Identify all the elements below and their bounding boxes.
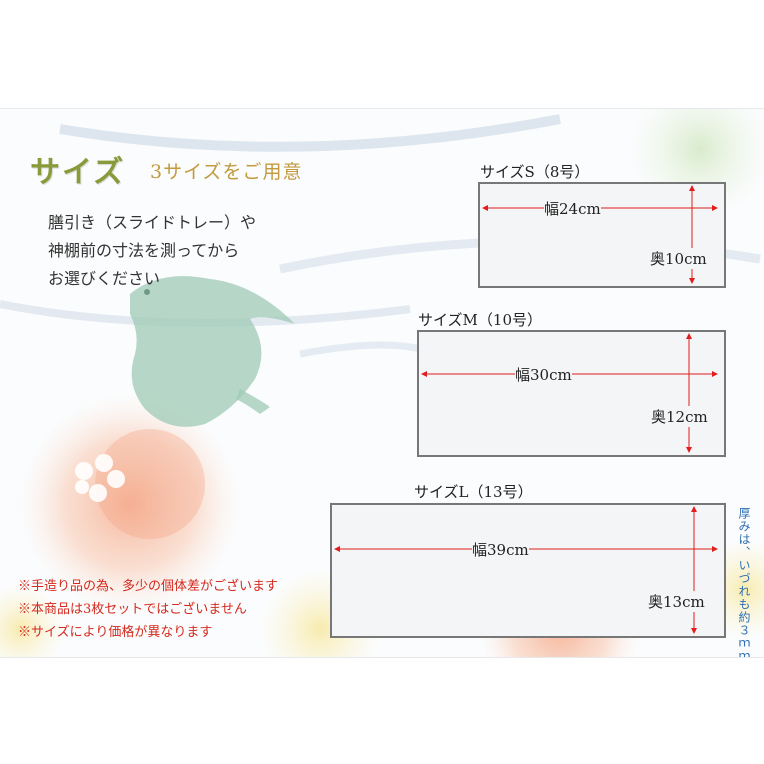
note-line: ※サイズにより価格が異なります	[18, 625, 213, 640]
note-line: ※本商品は3枚セットではございません	[18, 602, 247, 617]
size-s-box: 幅24cm 奥10cm	[478, 182, 726, 288]
size-s-width: 幅24cm	[544, 198, 601, 219]
size-m-arrows	[421, 333, 718, 453]
size-s-depth: 奥10cm	[650, 248, 707, 269]
size-guide-card: サイズ 3サイズをご用意 膳引き（スライドトレー）や 神棚前の寸法を測ってから …	[0, 108, 764, 658]
size-m-label: サイズM（10号）	[418, 311, 542, 329]
intro-line: お選びください	[48, 269, 161, 288]
thickness-note: 厚みは、いづれも約３ｍｍ前後です	[737, 507, 751, 658]
page-title: サイズ	[30, 155, 126, 190]
size-m-depth: 奥12cm	[651, 406, 708, 427]
size-m-width: 幅30cm	[515, 364, 572, 385]
intro-line: 膳引き（スライドトレー）や	[48, 213, 257, 232]
size-m-box: 幅30cm 奥12cm	[417, 330, 726, 457]
page-subtitle: 3サイズをご用意	[150, 161, 303, 183]
size-l-arrows	[334, 506, 718, 634]
size-l-width: 幅39cm	[472, 539, 529, 560]
size-l-label: サイズL（13号）	[414, 483, 533, 501]
flower-icon	[75, 454, 125, 502]
intro-line: 神棚前の寸法を測ってから	[48, 241, 240, 260]
bird-illustration	[130, 276, 295, 427]
size-l-depth: 奥13cm	[648, 591, 705, 612]
intro-text: 膳引き（スライドトレー）や 神棚前の寸法を測ってから お選びください	[48, 209, 256, 293]
size-l-box: 幅39cm 奥13cm	[330, 503, 726, 638]
size-s-arrows	[482, 185, 718, 284]
notes: ※手造り品の為、多少の個体差がございます ※本商品は3枚セットではございません …	[18, 575, 278, 644]
size-s-label: サイズS（8号）	[480, 163, 590, 181]
note-line: ※手造り品の為、多少の個体差がございます	[18, 579, 279, 594]
